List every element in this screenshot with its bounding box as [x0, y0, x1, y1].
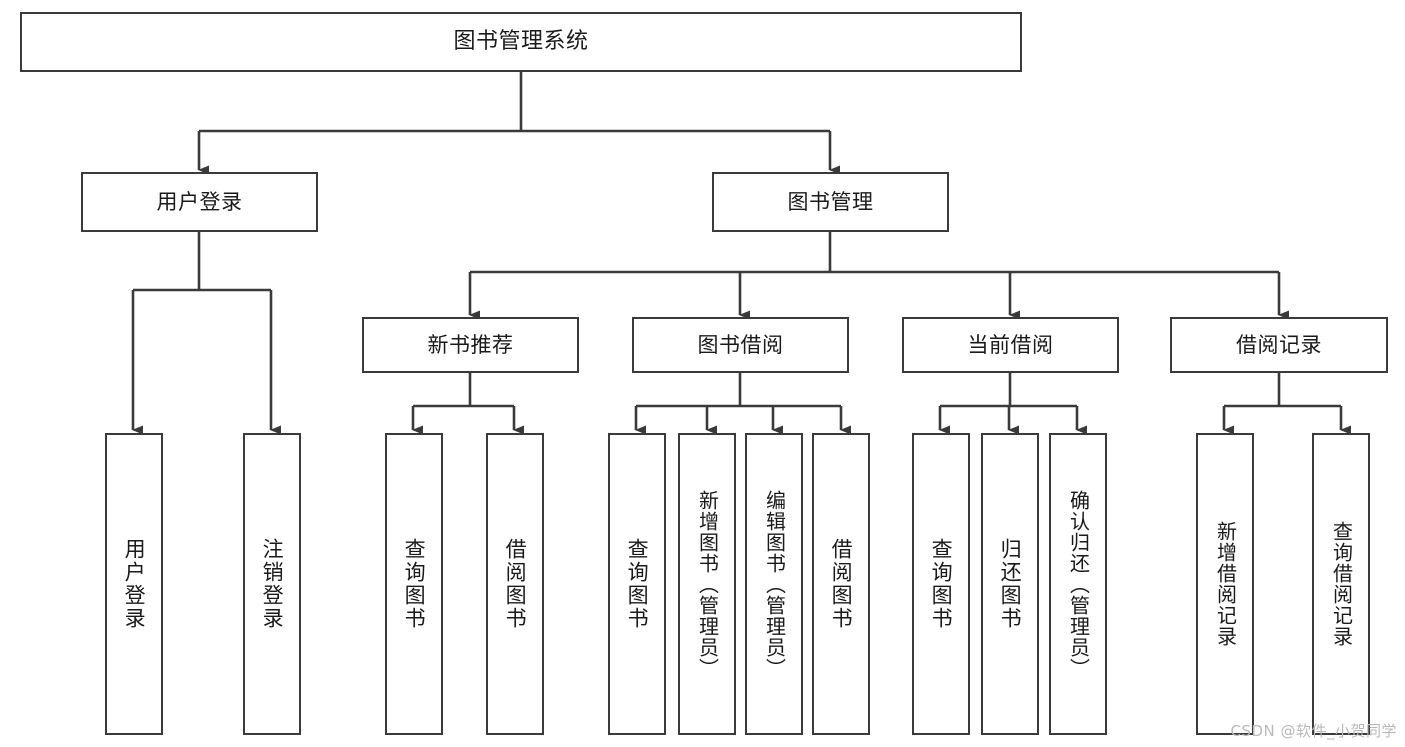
node-leaf-add-book[interactable]: 新增图书（管理员）	[678, 433, 736, 735]
node-book-manage[interactable]: 图书管理	[712, 172, 949, 232]
node-leaf-query-book-3[interactable]: 查询图书	[912, 433, 970, 735]
csdn-watermark: CSDN @软件_小贺同学	[1230, 722, 1397, 740]
node-borrow-record[interactable]: 借阅记录	[1170, 317, 1388, 373]
node-leaf-return-book-label: 归还图书	[998, 538, 1023, 630]
node-leaf-confirm-return[interactable]: 确认归还（管理员）	[1049, 433, 1107, 735]
node-leaf-edit-book-label: 编辑图书（管理员）	[762, 489, 787, 679]
node-leaf-query-record-label: 查询借阅记录	[1329, 521, 1354, 647]
node-leaf-add-record[interactable]: 新增借阅记录	[1196, 433, 1254, 735]
node-user-login[interactable]: 用户登录	[81, 172, 318, 232]
node-leaf-query-book-1[interactable]: 查询图书	[385, 433, 443, 735]
node-book-borrow[interactable]: 图书借阅	[632, 317, 849, 373]
node-leaf-query-book-1-label: 查询图书	[402, 538, 427, 630]
node-current-borrow[interactable]: 当前借阅	[902, 317, 1119, 373]
node-leaf-user-login[interactable]: 用户登录	[105, 433, 163, 735]
node-book-manage-label: 图书管理	[787, 189, 874, 214]
node-leaf-confirm-return-label: 确认归还（管理员）	[1066, 489, 1091, 679]
node-new-book-recommend-label: 新书推荐	[427, 332, 514, 357]
node-leaf-borrow-book-1[interactable]: 借阅图书	[486, 433, 544, 735]
node-root-system[interactable]: 图书管理系统	[20, 12, 1022, 72]
node-current-borrow-label: 当前借阅	[967, 332, 1054, 357]
node-borrow-record-label: 借阅记录	[1236, 332, 1322, 357]
node-leaf-borrow-book-2-label: 借阅图书	[829, 538, 854, 630]
node-book-borrow-label: 图书借阅	[697, 332, 784, 357]
node-leaf-query-book-2[interactable]: 查询图书	[608, 433, 666, 735]
node-leaf-edit-book[interactable]: 编辑图书（管理员）	[745, 433, 803, 735]
node-leaf-logout[interactable]: 注销登录	[243, 433, 301, 735]
node-user-login-label: 用户登录	[156, 189, 243, 214]
node-leaf-borrow-book-2[interactable]: 借阅图书	[812, 433, 870, 735]
node-leaf-borrow-book-1-label: 借阅图书	[503, 538, 528, 630]
node-leaf-add-record-label: 新增借阅记录	[1213, 521, 1238, 647]
node-root-system-label: 图书管理系统	[453, 29, 589, 55]
node-leaf-query-book-3-label: 查询图书	[929, 538, 954, 630]
node-leaf-query-record[interactable]: 查询借阅记录	[1312, 433, 1370, 735]
node-leaf-user-login-label: 用户登录	[122, 538, 147, 630]
node-new-book-recommend[interactable]: 新书推荐	[362, 317, 579, 373]
node-leaf-return-book[interactable]: 归还图书	[981, 433, 1039, 735]
node-leaf-add-book-label: 新增图书（管理员）	[695, 489, 720, 679]
node-leaf-query-book-2-label: 查询图书	[625, 538, 650, 630]
node-leaf-logout-label: 注销登录	[260, 538, 285, 630]
